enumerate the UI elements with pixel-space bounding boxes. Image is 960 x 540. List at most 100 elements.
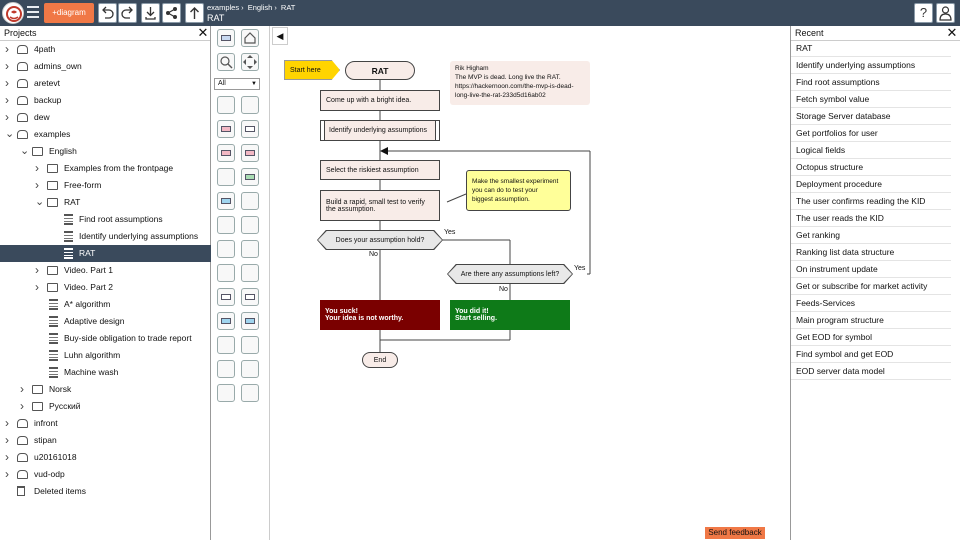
tree-item[interactable]: ›Video. Part 1 [0,262,211,279]
share-icon[interactable] [162,3,181,23]
new-diagram-button[interactable]: +diagram [44,3,94,23]
send-feedback-button[interactable]: Send feedback [705,527,765,539]
recent-item[interactable]: Find root assumptions [791,74,951,91]
shape-merge-icon[interactable] [241,336,259,354]
tree-item[interactable]: ›stipan [0,432,211,449]
chevron-right-icon[interactable]: › [5,450,9,464]
tree-item[interactable]: ›backup [0,92,211,109]
user-icon[interactable] [936,3,955,23]
shape-input-icon[interactable] [217,240,235,258]
up-arrow-icon[interactable] [185,3,204,23]
shape-group-icon[interactable] [241,288,259,306]
shape-question-icon[interactable] [217,96,235,114]
recent-item[interactable]: EOD server data model [791,363,951,380]
recent-item[interactable]: Get portfolios for user [791,125,951,142]
tree-item[interactable]: ›u20161018 [0,449,211,466]
chevron-right-icon[interactable]: › [5,76,9,90]
close-icon[interactable]: ✕ [946,25,958,40]
action-come-up-with-idea[interactable]: Come up with a bright idea. [320,90,440,111]
action-identify-assumptions[interactable]: Identify underlying assumptions [320,120,440,141]
move-icon[interactable] [241,53,259,71]
recent-item[interactable]: Main program structure [791,312,951,329]
shape-pause-icon[interactable] [241,264,259,282]
zoom-icon[interactable] [217,53,235,71]
recent-item[interactable]: The user reads the KID [791,210,951,227]
redo-icon[interactable] [118,3,137,23]
tree-item[interactable]: Buy-side obligation to trade report [0,330,211,347]
tree-item[interactable]: A* algorithm [0,296,211,313]
breadcrumb-english[interactable]: English [247,3,273,12]
shape-loop-end-icon[interactable] [241,144,259,162]
recent-item[interactable]: Get EOD for symbol [791,329,951,346]
recent-item[interactable]: On instrument update [791,261,951,278]
chevron-right-icon[interactable]: › [20,382,24,396]
help-button[interactable]: ? [914,3,933,23]
tree-item[interactable]: Find root assumptions [0,211,211,228]
diagram-canvas[interactable]: Start here RAT Rik Higham The MVP is dea… [271,26,789,540]
chevron-down-icon[interactable]: ⌄ [5,128,15,140]
home-icon[interactable] [241,29,259,47]
recent-item[interactable]: Logical fields [791,142,951,159]
recent-item[interactable]: Octopus structure [791,159,951,176]
tree-item[interactable]: ⌄RAT [0,194,211,211]
shape-sh-duration-icon[interactable] [217,168,235,186]
note-shape[interactable]: Make the smallest experiment you can do … [466,170,571,211]
recent-item[interactable]: The user confirms reading the KID [791,193,951,210]
shape-process-icon[interactable] [217,264,235,282]
result-fail[interactable]: You suck! Your idea is not worthy. [320,300,440,330]
shape-cycle-icon[interactable] [241,360,259,378]
action-build-test[interactable]: Build a rapid, small test to verify the … [320,190,440,221]
chevron-right-icon[interactable]: › [20,399,24,413]
shape-end-icon[interactable] [217,336,235,354]
shape-sh-action-icon[interactable] [241,168,259,186]
breadcrumb-examples[interactable]: examples [207,3,240,12]
tree-item[interactable]: ›admins_own [0,58,211,75]
chevron-right-icon[interactable]: › [35,178,39,192]
shape-parallel-icon[interactable] [241,216,259,234]
shape-connector-icon[interactable] [217,312,235,330]
tree-item[interactable]: ›infront [0,415,211,432]
chevron-down-icon[interactable]: ⌄ [35,196,45,208]
recent-item[interactable]: Find symbol and get EOD [791,346,951,363]
recent-item[interactable]: Feeds-Services [791,295,951,312]
shape-timer-icon[interactable] [217,288,235,306]
recent-item[interactable]: Get or subscribe for market activity [791,278,951,295]
chevron-right-icon[interactable]: › [5,59,9,73]
shape-insertion-icon[interactable] [217,192,235,210]
tree-item[interactable]: Machine wash [0,364,211,381]
tree-item[interactable]: ›Norsk [0,381,211,398]
diagram-title-shape[interactable]: RAT [345,61,415,80]
chevron-right-icon[interactable]: › [5,467,9,481]
tree-item[interactable]: ›4path [0,41,211,58]
shape-simple-input-icon[interactable] [217,216,235,234]
tree-item[interactable]: RAT [0,245,211,262]
chevron-right-icon[interactable]: › [5,93,9,107]
shape-select-icon[interactable] [217,120,235,138]
tree-item[interactable]: ›aretevt [0,75,211,92]
question-assumption-hold[interactable]: Does your assumption hold? [318,231,442,249]
app-logo[interactable] [2,2,24,24]
chevron-right-icon[interactable]: › [5,416,9,430]
tree-item[interactable]: ›Examples from the frontpage [0,160,211,177]
recent-item[interactable]: RAT [791,40,951,57]
shape-output-icon[interactable] [241,240,259,258]
recent-item[interactable]: Storage Server database [791,108,951,125]
shape-link-icon[interactable] [217,384,235,402]
action-select-riskiest[interactable]: Select the riskiest assumption [320,160,440,180]
comment-shape[interactable]: Rik Higham The MVP is dead. Long live th… [450,61,590,105]
question-assumptions-left[interactable]: Are there any assumptions left? [448,265,572,283]
start-shape[interactable]: Start here [284,60,340,80]
tree-item[interactable]: ›dew [0,109,211,126]
chevron-right-icon[interactable]: › [35,280,39,294]
tree-item[interactable]: Deleted items [0,483,211,500]
recent-item[interactable]: Ranking list data structure [791,244,951,261]
shape-f-loop-icon[interactable] [241,384,259,402]
breadcrumb-rat[interactable]: RAT [280,3,296,12]
shape-branch-icon[interactable] [241,96,259,114]
download-icon[interactable] [141,3,160,23]
tree-item[interactable]: ›Free-form [0,177,211,194]
chevron-right-icon[interactable]: › [5,433,9,447]
tree-item[interactable]: ›Русский [0,398,211,415]
result-success[interactable]: You did it! Start selling. [450,300,570,330]
menu-icon[interactable] [27,6,39,19]
